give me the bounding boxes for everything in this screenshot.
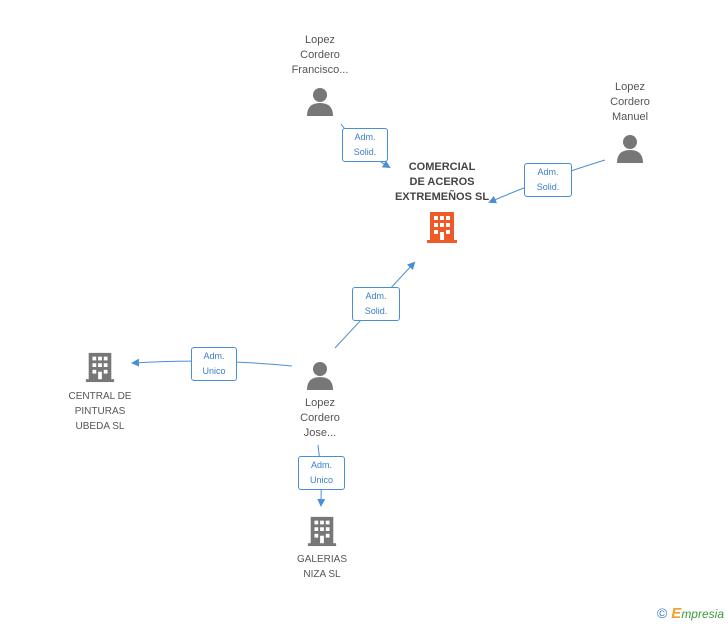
node-lopez-cordero-jose[interactable]: Lopez Cordero Jose... — [273, 360, 367, 441]
person-icon — [307, 88, 333, 116]
node-label: Lopez Cordero Francisco... — [291, 34, 349, 76]
edge-label-jose-center[interactable]: Adm. Solid. — [352, 287, 400, 321]
edge-label-jose-galerias[interactable]: Adm. Unico — [298, 456, 345, 490]
empresia-logo[interactable]: ©Empresia — [657, 605, 724, 622]
node-galerias-niza[interactable]: GALERIAS NIZA SL — [272, 514, 372, 582]
building-icon — [427, 212, 457, 243]
brand-rest: mpresia — [681, 607, 724, 621]
node-label: CENTRAL DE PINTURAS UBEDA SL — [68, 391, 132, 432]
person-icon — [307, 362, 333, 390]
node-lopez-cordero-manuel[interactable]: Lopez Cordero Manuel — [585, 80, 675, 163]
node-lopez-cordero-francisco[interactable]: Lopez Cordero Francisco... — [270, 33, 370, 116]
node-label: Lopez Cordero Manuel — [610, 81, 650, 123]
node-central-pinturas[interactable]: CENTRAL DE PINTURAS UBEDA SL — [48, 350, 152, 434]
node-comercial-aceros[interactable]: COMERCIAL DE ACEROS EXTREMEÑOS SL — [372, 160, 512, 244]
building-icon — [85, 352, 115, 383]
node-label: Lopez Cordero Jose... — [300, 397, 340, 439]
brand-e: E — [671, 605, 682, 622]
edge-label-jose-central[interactable]: Adm. Unico — [191, 347, 237, 381]
edge-label-manuel-center[interactable]: Adm. Solid. — [524, 163, 572, 197]
node-label: GALERIAS NIZA SL — [296, 554, 348, 580]
node-label: COMERCIAL DE ACEROS EXTREMEÑOS SL — [394, 161, 490, 203]
edge-label-francisco-center[interactable]: Adm. Solid. — [342, 128, 388, 162]
person-icon — [617, 135, 643, 163]
building-icon — [307, 516, 337, 547]
copyright-icon: © — [656, 605, 668, 621]
